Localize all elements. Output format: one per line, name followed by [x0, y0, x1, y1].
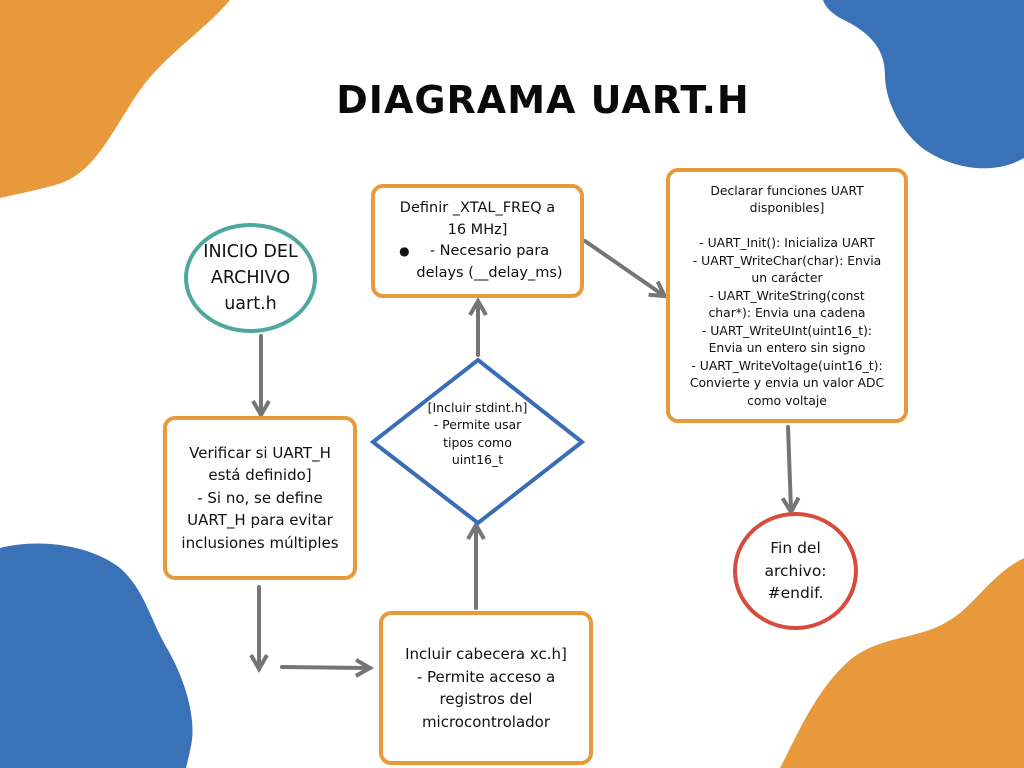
blob-orange-top-left	[0, 0, 230, 198]
declare-functions-label: Declarar funciones UART disponibles] - U…	[689, 182, 885, 408]
verify-uart-h-label: Verificar si UART_H está definido] - Si …	[181, 443, 339, 552]
verify-uart-h-box: Verificar si UART_H está definido] - Si …	[163, 416, 357, 580]
define-xtal-freq-box: Definir _XTAL_FREQ a 16 MHz] ● - Necesar…	[371, 184, 584, 298]
blob-blue-top-right	[823, 0, 1024, 169]
end-node: Fin del archivo: #endif.	[733, 512, 858, 630]
start-node: INICIO DEL ARCHIVO uart.h	[184, 223, 317, 333]
bullet-icon: ●	[399, 244, 410, 258]
include-xc-label: Incluir cabecera xc.h] - Permite acceso …	[405, 645, 567, 731]
decision-diamond-shape	[369, 357, 586, 526]
arrow-funcs-to-end	[780, 425, 801, 517]
define-xtal-freq-label: Definir _XTAL_FREQ a 16 MHz]	[399, 200, 556, 238]
page-title: DIAGRAMA UART.H	[336, 78, 750, 122]
include-xc-box: Incluir cabecera xc.h] - Permite acceso …	[379, 611, 593, 765]
include-stdint-decision: [Incluir stdint.h] - Permite usar tipos …	[395, 379, 560, 504]
end-node-label: Fin del archivo: #endif.	[764, 539, 827, 603]
blob-orange-bottom-right	[780, 558, 1024, 768]
xtal-bullet-label: - Necesario para delays (__delay_ms)	[416, 243, 563, 281]
blob-blue-bottom-left	[0, 543, 193, 768]
include-stdint-label: [Incluir stdint.h] - Permite usar tipos …	[427, 399, 528, 468]
arrow-to-xc	[280, 658, 375, 678]
declare-functions-box: Declarar funciones UART disponibles] - U…	[666, 168, 908, 423]
arrow-xtal-to-funcs	[583, 239, 668, 299]
xtal-bullet-item: ● - Necesario para delays (__delay_ms)	[383, 241, 572, 284]
start-node-label: INICIO DEL ARCHIVO uart.h	[203, 242, 298, 314]
